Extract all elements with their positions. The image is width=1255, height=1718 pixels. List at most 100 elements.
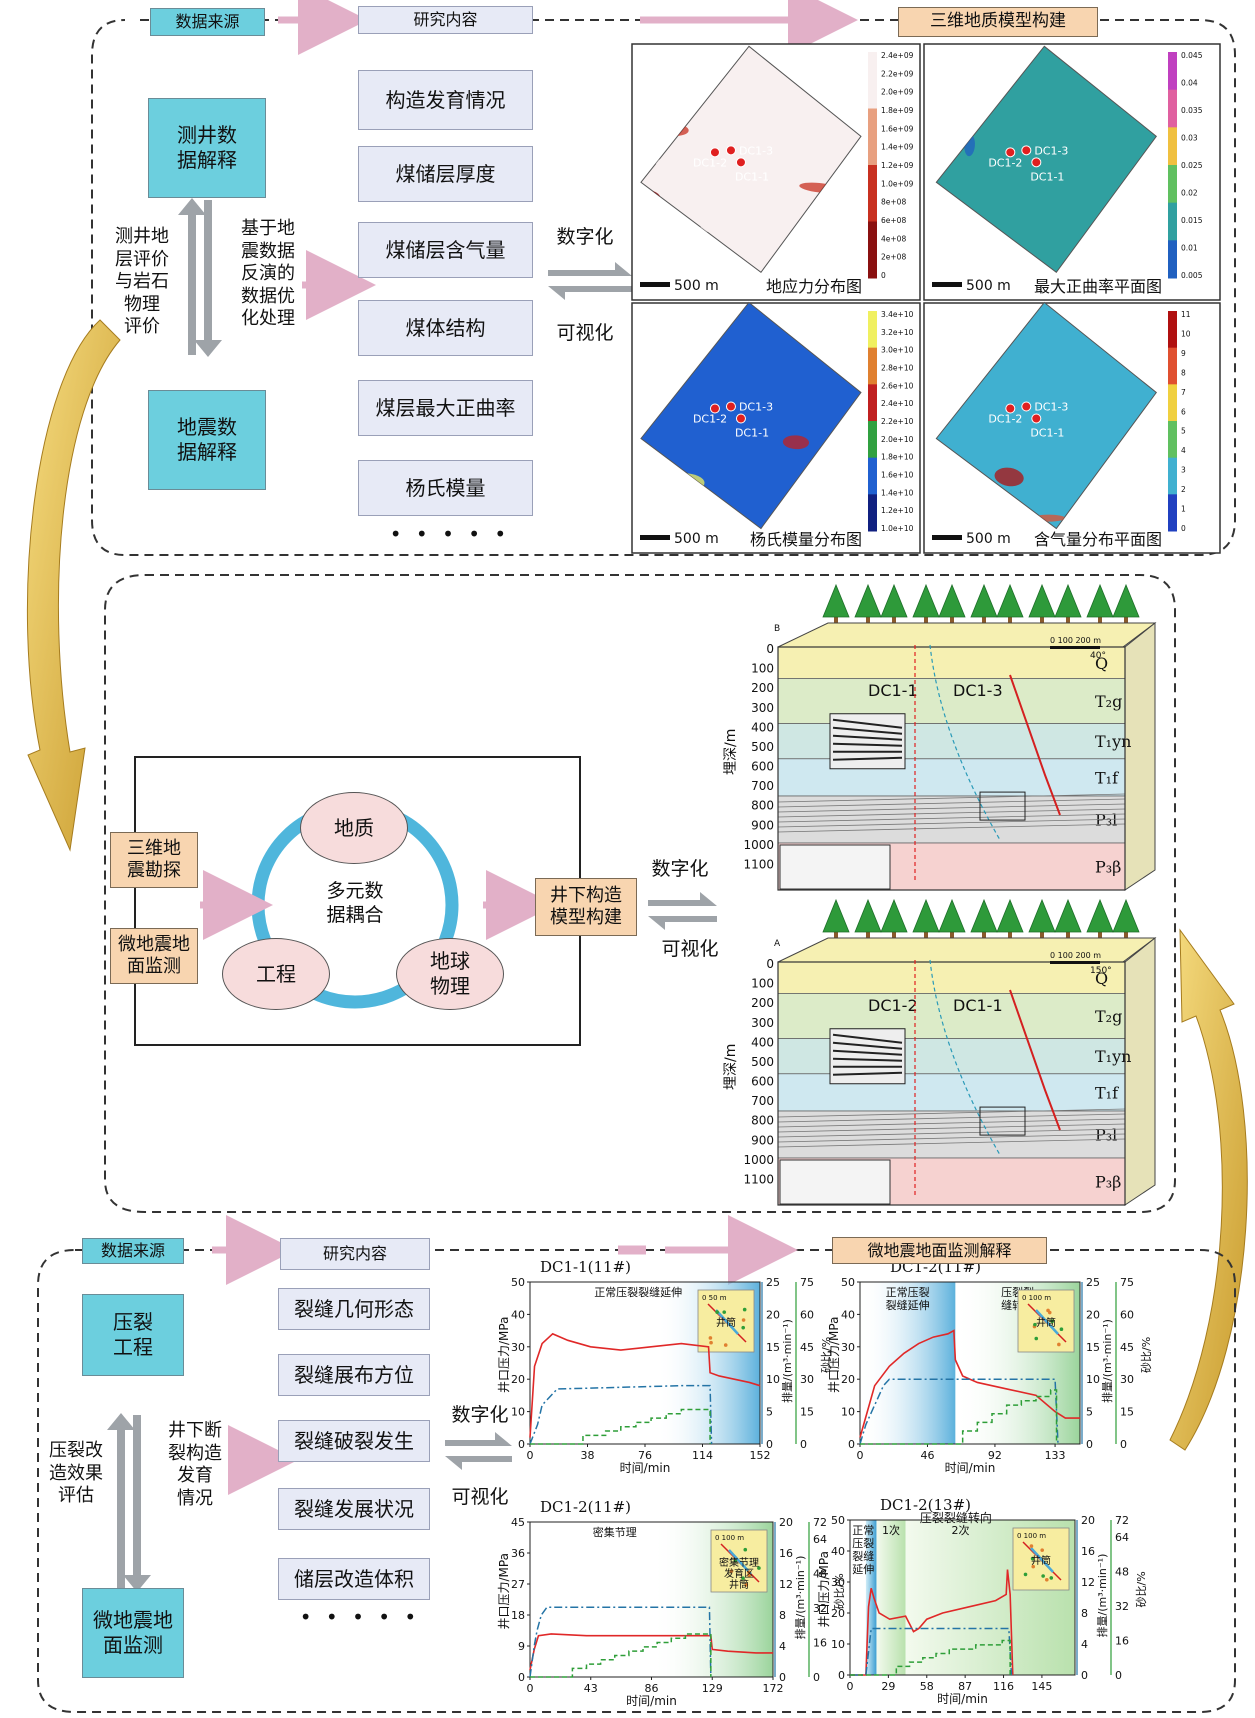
tree-crown	[938, 583, 966, 618]
chart-frame	[849, 1519, 1076, 1676]
inset-event	[733, 1559, 738, 1563]
well-label: DC1-3	[739, 401, 773, 414]
colorbar-tick-label: 1.4e+09	[881, 143, 914, 152]
map-caption: 含气量分布平面图	[1034, 530, 1162, 549]
map-blob	[269, 795, 287, 814]
well-name-label: DC1-3	[953, 681, 1003, 700]
node-geophysics: 地球 物理	[396, 938, 504, 1010]
strata-layer	[777, 646, 1126, 679]
section-geological-model	[91, 0, 1236, 556]
y2-tick-label: 20	[1086, 1308, 1100, 1321]
map-blob	[450, 586, 471, 607]
well-trajectory-blue	[929, 959, 1001, 1156]
colorbar-tick-label: 11	[1181, 310, 1191, 319]
y2-tick-label: 20	[1081, 1514, 1095, 1527]
inset-event	[1029, 1544, 1034, 1548]
strata-label: Q	[1095, 969, 1108, 988]
colorbar-segment	[1168, 240, 1177, 279]
depth-tick-label: 1000	[743, 838, 774, 852]
x-tick-label: 129	[702, 1682, 723, 1695]
tree-crown	[854, 583, 882, 618]
depth-tick-label: 800	[751, 799, 774, 813]
y3-axis-label: 砂比/%	[1140, 1337, 1153, 1373]
y3-tick-label: 32	[813, 1602, 827, 1615]
seismic-reflector	[832, 1071, 903, 1076]
digitize-visualize-arrows-2	[648, 892, 717, 930]
map-blob	[700, 222, 716, 232]
y2-tick-label: 20	[766, 1308, 780, 1321]
colorbar-segment	[1168, 384, 1177, 422]
y3-tick-label: 16	[1115, 1635, 1129, 1648]
colorbar-tick-label: 1.2e+10	[881, 506, 914, 515]
y2-tick-label: 0	[779, 1671, 786, 1684]
well-name-label: DC1-1	[953, 996, 1003, 1015]
coal-seam-line	[777, 803, 1126, 813]
series-井口压力	[529, 1633, 773, 1671]
tree-trunk	[892, 611, 896, 627]
depth-tick-label: 1100	[743, 857, 774, 871]
digitize-visualize-arrows-3	[445, 1432, 512, 1470]
tree-trunk	[1098, 611, 1102, 627]
y3-tick-label: 0	[813, 1671, 820, 1684]
y2-tick-label: 20	[779, 1516, 793, 1529]
map-blob	[383, 1019, 416, 1052]
scale-bar	[640, 535, 670, 540]
map-blob	[711, 644, 748, 676]
y-tick-label: 45	[511, 1516, 525, 1529]
map-blob	[746, 555, 766, 572]
tree-crown	[822, 898, 850, 933]
map-blob	[222, 828, 255, 861]
fault-line	[1009, 989, 1061, 1131]
well-marker	[1005, 147, 1016, 158]
series-砂比	[530, 1633, 712, 1678]
inset-event	[744, 1583, 749, 1587]
coal-seam-line	[777, 1118, 1126, 1128]
tree-trunk	[1098, 926, 1102, 942]
inset-event	[743, 1547, 748, 1552]
phase-band	[876, 1520, 906, 1675]
y3-tick-label: 16	[813, 1637, 827, 1650]
map-blob	[45, 864, 68, 889]
inset-event	[746, 1570, 751, 1574]
depth-tick-label: 600	[751, 1075, 774, 1089]
inset-fracture	[715, 1309, 739, 1335]
chart-3: 091827364504812162001632486472砂比/%排量/(m³…	[497, 1498, 846, 1708]
phase-label: 1次	[882, 1523, 900, 1537]
colorbar-segment	[868, 311, 877, 349]
y3-tick-label: 75	[1120, 1276, 1134, 1289]
inset-event	[1030, 1556, 1035, 1561]
y2-axis-label: 排量/(m³·min⁻¹)	[1095, 1554, 1109, 1638]
x-tick-label: 133	[1045, 1449, 1066, 1462]
right-feedback-arrow	[1169, 928, 1248, 1451]
inset-event	[741, 1318, 746, 1322]
tree-crown	[1112, 898, 1140, 933]
inset-label: 井筒	[1031, 1554, 1051, 1567]
y3-tick-label: 48	[1115, 1566, 1129, 1579]
colorbar-tick-label: 6	[1181, 407, 1186, 416]
inset-event	[708, 1336, 713, 1340]
map-blob	[27, 873, 55, 908]
y-tick-label: 10	[831, 1638, 845, 1651]
y-tick-label: 40	[511, 1308, 525, 1321]
y3-axis-label: 砂比/%	[1135, 1571, 1148, 1607]
y2-tick-label: 4	[779, 1640, 786, 1653]
survey-area	[935, 301, 1158, 530]
y-tick-label: 20	[841, 1373, 855, 1386]
y-tick-label: 0	[518, 1438, 525, 1451]
map-blob	[1088, 127, 1118, 153]
x-axis-label: 时间/min	[945, 1461, 996, 1475]
tree-trunk	[950, 926, 954, 942]
inset-label: 井筒	[716, 1316, 736, 1329]
tree-crown	[996, 898, 1024, 933]
chart-4: 0102030405004812162001632486472砂比/%排量/(m…	[817, 1496, 1148, 1706]
tree-crown	[1086, 898, 1114, 933]
section2-dashed-border	[104, 574, 1176, 1213]
chart-1: 01020304050051015202501530456075砂比/%排量/(…	[497, 1258, 833, 1475]
colorbar-tick-label: 0.04	[1181, 79, 1198, 88]
tree-trunk	[834, 926, 838, 942]
fracturing-box: 压裂 工程	[82, 1294, 184, 1376]
x-axis-label: 时间/min	[937, 1692, 988, 1706]
survey-area	[640, 301, 862, 530]
inset-label: 密集节理	[719, 1556, 759, 1569]
